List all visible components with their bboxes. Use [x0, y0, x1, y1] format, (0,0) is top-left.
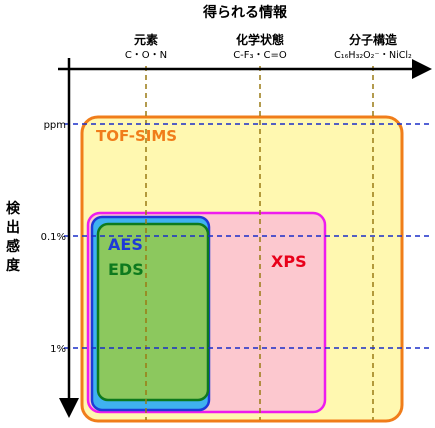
column-header-element: 元素	[134, 32, 158, 47]
level-label-ppm: ppm	[44, 120, 66, 131]
diagram-title: 得られる情報	[202, 4, 288, 21]
y-axis-label-char-4: 度	[6, 257, 21, 274]
aes-label: AES	[108, 235, 143, 254]
tof-sims-label: TOF-SIMS	[96, 127, 177, 145]
y-axis-label-char-3: 感	[6, 238, 20, 255]
eds-label: EDS	[108, 260, 144, 279]
column-example-element: C・O・N	[125, 50, 167, 61]
level-label-1-percent: 1%	[50, 344, 66, 355]
y-axis-label-char-1: 検	[6, 200, 21, 217]
y-axis-label-char-2: 出	[6, 219, 20, 236]
column-example-chemical-state: C-F₃・C=O	[233, 50, 287, 61]
column-header-chemical-state: 化学状態	[236, 32, 284, 47]
column-header-molecular-structure: 分子構造	[349, 32, 398, 47]
eds-region	[96, 222, 210, 402]
column-example-molecular-structure: C₁₆H₃₂O₂⁻・NiCl₂	[334, 50, 412, 61]
level-label-0-1-percent: 0.1%	[41, 232, 66, 243]
xps-label: XPS	[271, 252, 307, 271]
